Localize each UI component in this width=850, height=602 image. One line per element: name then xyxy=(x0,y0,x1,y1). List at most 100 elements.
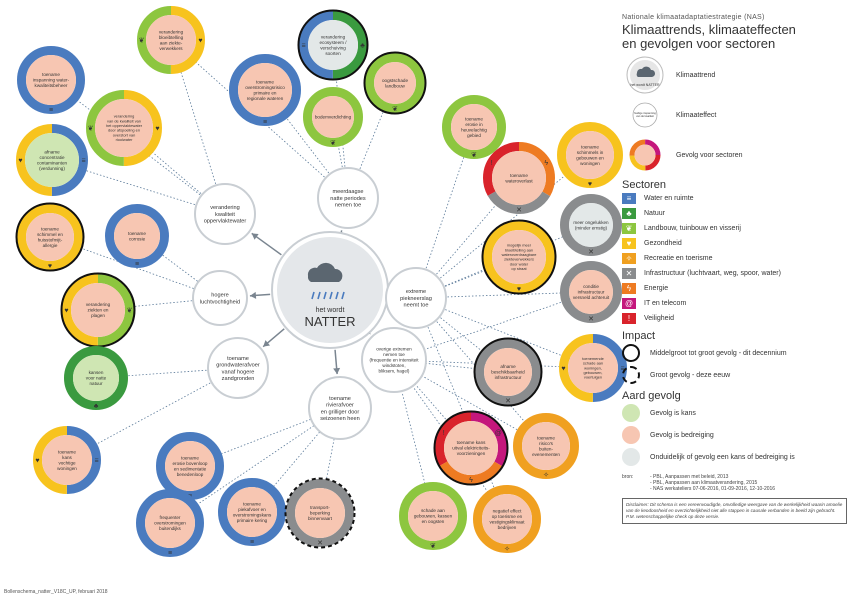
aard-onduidelijk: Onduidelijk of gevolg een kans of bedrei… xyxy=(622,446,847,468)
rain-icon xyxy=(341,291,345,300)
aard-onduidelijk-label: Onduidelijk of gevolg een kans of bedrei… xyxy=(650,453,795,461)
sector-ring-segment xyxy=(559,334,627,402)
legend-title-line: Klimaattrends, klimaateffecten xyxy=(622,22,796,37)
sector-mini-icon: ≡ xyxy=(168,550,172,557)
svg-text:huidige inspanning: huidige inspanning xyxy=(634,111,656,115)
sector-mini-icon: ! xyxy=(443,430,445,437)
bubble-label-line: toename kans xyxy=(457,440,487,445)
bubble-label-line: negatief effect xyxy=(493,508,522,513)
sector-mini-icon: ♥ xyxy=(561,366,565,373)
bubble-label-line: gebouwen, xyxy=(583,370,602,375)
effect-fill xyxy=(568,343,618,393)
bubble-label-line: kansen xyxy=(89,370,104,375)
effect-fill xyxy=(145,498,195,548)
sector-ring-segment xyxy=(105,204,169,268)
key-trend-sample: het wordt NATTER xyxy=(626,56,664,94)
disclaimer: Disclaimer: Dit schema is een vereenvoud… xyxy=(622,498,847,524)
sector-mini-icon: ♥ xyxy=(18,158,22,165)
bubble-label-line: toename xyxy=(41,226,59,231)
source-item: - PBL, Aanpassen aan klimaatverandering,… xyxy=(650,480,758,486)
bubble-label-line: allergie xyxy=(43,243,58,248)
bubble-label-line: gebouwen en xyxy=(576,155,604,160)
bubble-label-line: infrastructuur xyxy=(578,290,605,295)
trend-ring xyxy=(361,327,427,393)
bubble-label-line: frequenter xyxy=(160,515,181,520)
bubble-label-line: hogere xyxy=(211,293,228,299)
sector-ring-segment xyxy=(442,95,506,159)
aard-bedreiging-dot xyxy=(622,426,640,444)
bubble-label-line: verandering xyxy=(159,29,184,34)
bubble-label-line: corrosie xyxy=(129,236,146,241)
effect-bubble: ≡♥afnameconcentratiecontaminanten(verdun… xyxy=(16,124,88,196)
effect-fill xyxy=(569,203,613,247)
bubble-label-line: uitval elektriciteits- xyxy=(452,446,490,451)
key-trend: het wordt NATTER Klimaattrend xyxy=(622,55,847,95)
sector-ring-segment xyxy=(64,346,128,410)
sector-mini-icon: ♥ xyxy=(64,308,68,315)
bubble-label-line: luchtvochtigheid xyxy=(200,299,240,305)
sector-ring-segment xyxy=(435,412,507,484)
sector-label: Landbouw, tuinbouw en visserij xyxy=(644,225,741,232)
impact-ring xyxy=(433,410,509,486)
sector-mini-icon: ≡ xyxy=(81,158,85,165)
bubble-label-line: schade aan xyxy=(421,508,445,513)
impact-dashed-circle xyxy=(622,366,640,384)
effect-fill xyxy=(569,270,613,314)
bubble-label-line: meer ongelukken xyxy=(573,220,609,225)
sector-mini-icon: ♥ xyxy=(198,38,202,45)
bubble-label-line: afname xyxy=(44,149,60,154)
effect-fill xyxy=(484,348,532,396)
sector-mini-icon: ✕ xyxy=(505,398,511,405)
bubble-label-line: woningen xyxy=(580,161,600,166)
bubble-label-line: bliksem, hagel) xyxy=(379,369,410,374)
bubble-label-line: schimmels in xyxy=(577,150,604,155)
bubble-label-line: toename xyxy=(58,449,76,454)
key-trend-label: Klimaattrend xyxy=(676,71,716,79)
trend-ring xyxy=(385,267,447,329)
bubble-label-line: extreme xyxy=(406,289,426,295)
sector-ring-segment xyxy=(299,11,367,79)
bubble-label-line: (verdunning) xyxy=(39,166,65,171)
sector-ring-segment xyxy=(473,485,541,553)
bubble-label-line: contaminanten xyxy=(37,160,68,165)
bubble-label-line: oogstschade xyxy=(382,78,408,83)
bubble-label-line: (minder ernstig) xyxy=(575,225,608,230)
bubble-label-line: bloeibtelling xyxy=(159,35,184,40)
bubble-label-line: soorten xyxy=(325,51,341,56)
effect-fill xyxy=(25,133,79,187)
bubble-label-line: bodemverdichting xyxy=(315,115,352,120)
bubble-label-line: overige extremen xyxy=(376,347,412,352)
bubble-label-line: door afspoeling en xyxy=(108,128,140,133)
sector-mini-icon: ≡ xyxy=(301,43,305,50)
sector-item: ❦ Landbouw, tuinbouw en visserij xyxy=(622,221,847,236)
sector-label: IT en telecom xyxy=(644,300,687,307)
effect-fill xyxy=(374,62,416,104)
impact-ring-dashed xyxy=(284,477,356,549)
sector-ring-segment xyxy=(435,412,507,484)
sector-item: !Veiligheid xyxy=(622,311,847,326)
sector-ring-segment xyxy=(483,221,555,293)
impact-solid-circle xyxy=(622,344,640,362)
connector-line xyxy=(415,297,508,520)
bubble-label-line: toename xyxy=(181,455,199,460)
sector-ring-segment xyxy=(303,87,363,147)
bubble-label-line: conditie xyxy=(583,284,599,289)
bubble-label-line: heuvelachtig xyxy=(461,127,487,132)
bubble-label-line: kwaliteit xyxy=(215,212,235,218)
sector-ring-segment xyxy=(513,413,579,479)
sector-icon: ! xyxy=(622,313,636,324)
bubble-label-line: toename xyxy=(465,116,483,121)
bubble-label-line: ziekteverwekkers xyxy=(504,257,534,262)
sector-icon: ❦ xyxy=(622,223,636,234)
bubble-label-line: buiten- xyxy=(539,446,554,451)
bubble-label-line: schade aan xyxy=(583,361,603,366)
effect-fill xyxy=(95,99,153,157)
